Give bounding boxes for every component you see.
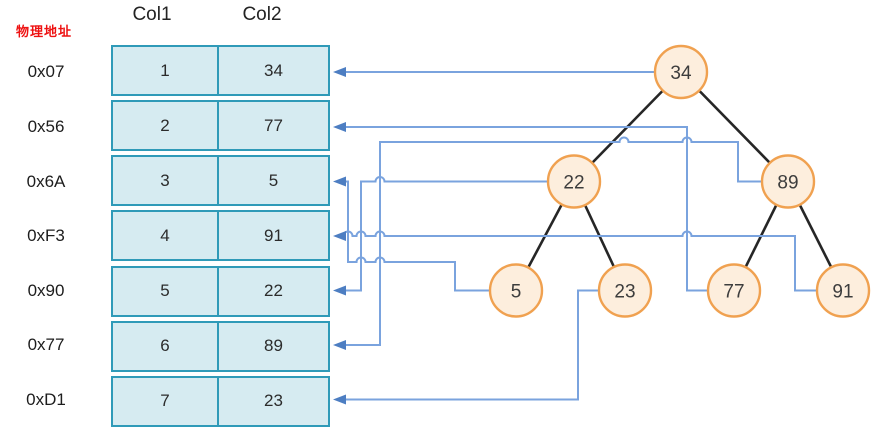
pointer-line-91-to-0xF3 (342, 230, 817, 292)
tree-edge-89-91 (786, 180, 845, 292)
cell-col2: 89 (264, 336, 283, 356)
tree-edge-34-89 (680, 71, 789, 183)
pointer-arrowhead-row3 (333, 176, 346, 187)
node-value: 22 (563, 173, 584, 194)
node-circle (706, 263, 762, 318)
physical-address-label: 物理地址 (16, 24, 73, 39)
node-circle (815, 263, 871, 318)
tree-edge-22-5 (514, 180, 576, 292)
cell-col2: 77 (264, 115, 283, 135)
address-label-0x77: 0x77 (27, 335, 65, 354)
tree-edges (514, 71, 845, 292)
pointer-arrowhead-row7 (333, 394, 346, 405)
pointer-arrowhead-row5 (333, 285, 346, 296)
tree-edge-34-22 (573, 71, 682, 183)
cell-col2: 23 (264, 391, 283, 411)
table-row: 7 23 (111, 375, 330, 427)
pointer-arrowhead-row4 (333, 231, 346, 241)
node-circle (760, 154, 816, 209)
table-row: 3 5 (111, 155, 330, 207)
table-row: 5 22 (111, 265, 330, 317)
pointer-arrowhead-row1 (333, 67, 346, 77)
memory-table: 1 34 2 77 3 5 4 91 5 22 6 89 7 23 (111, 45, 330, 427)
tree-nodes: 34 22 89 5 23 77 (488, 44, 871, 318)
pointer-line-89-to-0x77 (345, 136, 762, 346)
cell-col1: 3 (113, 157, 219, 205)
tree-node-22: 22 (546, 154, 602, 209)
cell-col1: 6 (113, 322, 219, 370)
tree-node-77: 77 (706, 263, 762, 318)
address-label-0xD1: 0xD1 (26, 390, 66, 409)
tree-edge-22-23 (572, 180, 627, 292)
cell-col2: 34 (264, 60, 283, 80)
tree-node-34: 34 (653, 44, 709, 100)
pointer-line-23-to-0xD1 (345, 289, 599, 401)
table-header-col1: Col1 (132, 4, 172, 25)
pointer-line-22-to-0x90 (345, 176, 548, 292)
table-row: 4 91 (111, 210, 330, 262)
node-value: 23 (614, 282, 635, 303)
cell-col1: 4 (113, 212, 219, 260)
pointer-arrowheads (333, 67, 346, 405)
table-row: 2 77 (111, 100, 330, 152)
address-label-0x56: 0x56 (27, 117, 65, 136)
pointer-line-77-to-0x56 (345, 126, 708, 292)
address-label-0xF3: 0xF3 (27, 226, 65, 245)
node-value: 34 (670, 63, 692, 84)
table-row: 1 34 (111, 45, 330, 96)
cell-col1: 5 (113, 267, 219, 315)
tree-node-91: 91 (815, 263, 871, 318)
address-label-0x6A: 0x6A (26, 172, 66, 191)
node-value: 5 (511, 282, 522, 303)
pointer-lines (342, 71, 817, 401)
cell-col1: 2 (113, 102, 219, 150)
cell-col2: 22 (264, 281, 283, 301)
tree-node-23: 23 (597, 263, 653, 318)
cell-col2: 5 (268, 170, 279, 190)
cell-col2: 91 (264, 225, 283, 245)
table-row: 6 89 (111, 320, 330, 372)
table-header-col2: Col2 (242, 4, 282, 25)
node-circle (653, 44, 709, 100)
tree-node-89: 89 (760, 154, 816, 209)
node-value: 91 (832, 282, 853, 303)
pointer-line-5-to-0x6A (345, 180, 490, 292)
tree-node-5: 5 (488, 263, 544, 318)
address-label-0x07: 0x07 (27, 62, 65, 81)
node-circle (597, 263, 653, 318)
node-circle (546, 154, 602, 209)
pointer-arrowhead-row2 (333, 122, 346, 132)
cell-col1: 7 (113, 377, 219, 425)
address-label-0x90: 0x90 (27, 281, 65, 300)
pointer-arrowhead-row6 (333, 340, 346, 350)
node-value: 89 (777, 173, 798, 194)
tree-edge-89-77 (732, 180, 790, 292)
node-value: 77 (723, 282, 744, 303)
node-circle (488, 263, 544, 318)
cell-col1: 1 (113, 47, 219, 94)
